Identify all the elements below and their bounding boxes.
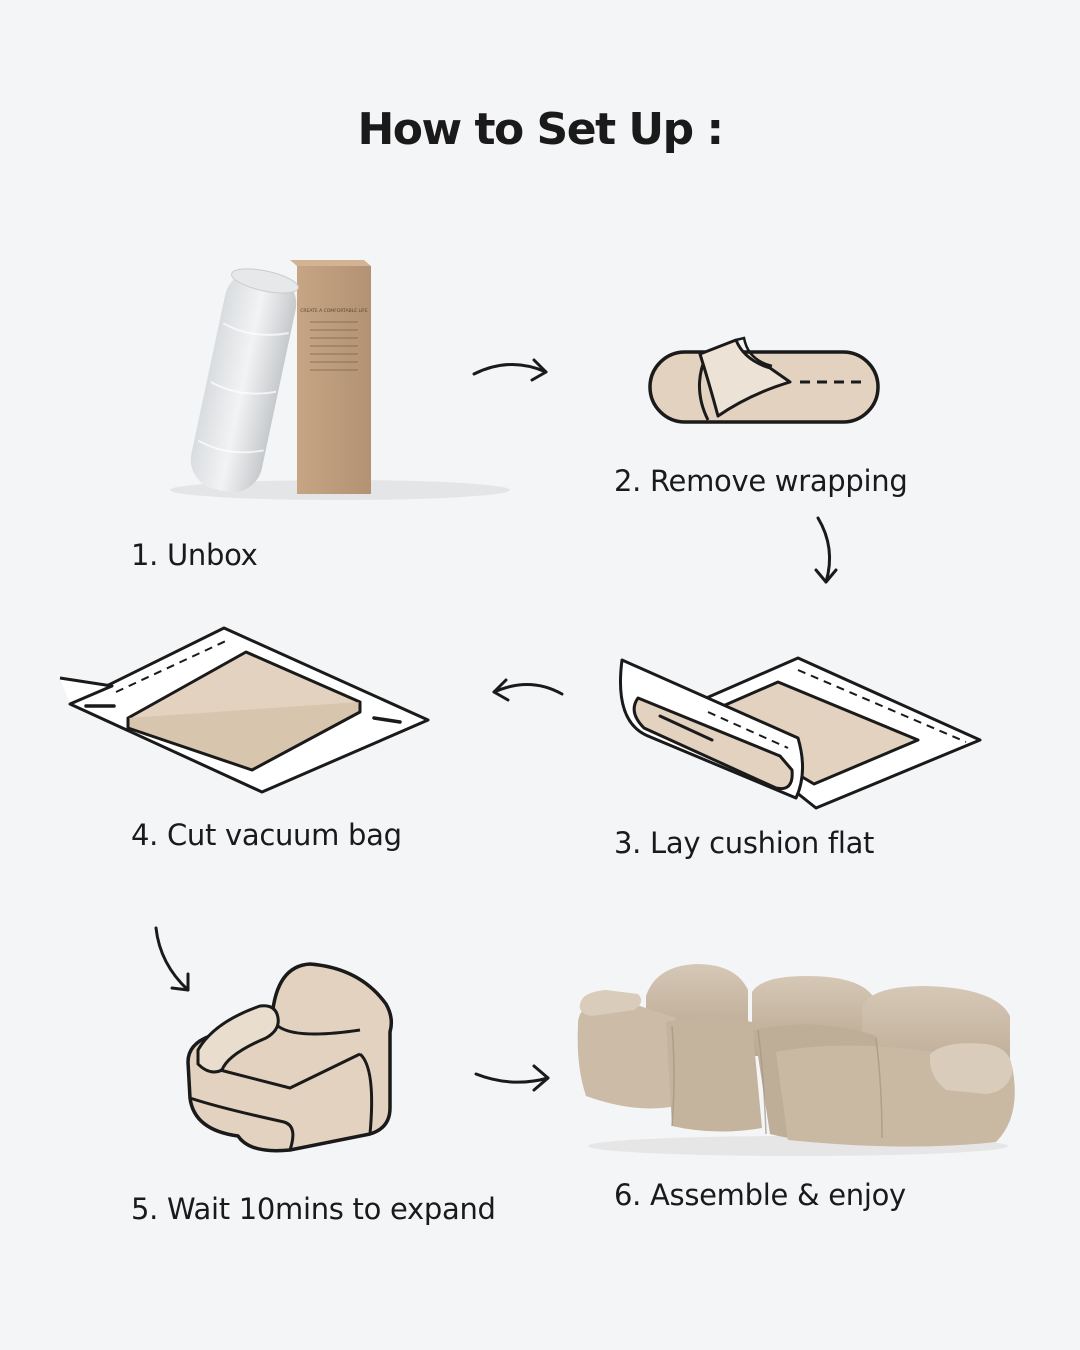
box-print-text: CREATE A COMFORTABLE LIFE [300,308,368,314]
vacuum-bag-cut-icon [59,626,430,794]
page-title: How to Set Up : [357,104,724,155]
assembled-sofa-icon [577,964,1015,1156]
arrow-down-right-icon [154,926,190,992]
expanded-chair-icon [186,962,394,1153]
step-4-label: 4. Cut vacuum bag [131,818,402,852]
step-1-label: 1. Unbox [131,538,258,572]
arrow-down-icon [814,516,838,584]
cushion-unroll-flat-icon [618,656,982,810]
arrow-right-icon [474,1064,550,1092]
step-6-label: 6. Assemble & enjoy [614,1178,906,1212]
step-3-label: 3. Lay cushion flat [614,826,875,860]
step-2-label: 2. Remove wrapping [614,464,908,498]
step-5-label: 5. Wait 10mins to expand [131,1192,496,1226]
arrow-right-icon [472,358,548,382]
arrow-left-icon [492,678,564,702]
rolled-cushion-unwrap-icon [648,336,880,424]
rolled-cushion-and-box-icon: CREATE A COMFORTABLE LIFE [170,260,510,500]
